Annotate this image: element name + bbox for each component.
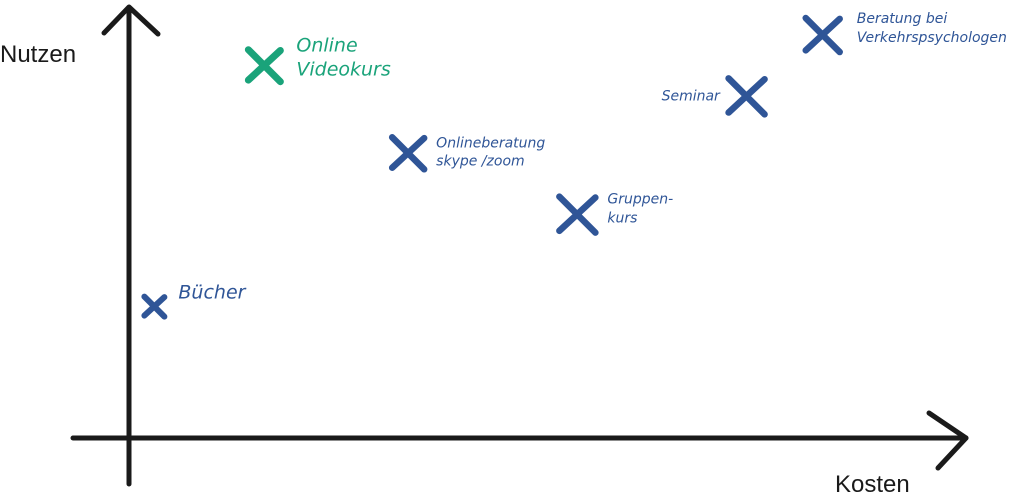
x-axis <box>70 410 969 471</box>
cross-mark-icon <box>141 293 168 320</box>
cross-mark-icon <box>388 134 428 173</box>
cross-mark-icon <box>802 14 843 56</box>
y-axis-arrowhead <box>101 4 161 37</box>
point-label: Verkehrspsychologen <box>857 30 1007 46</box>
x-axis-arrowhead <box>926 410 969 471</box>
point-label: Beratung bei <box>857 11 948 27</box>
point-label: Onlineberatung <box>436 135 545 151</box>
point-label: Gruppen- <box>607 192 673 208</box>
cross-mark-icon <box>725 75 768 118</box>
point-label: Videokurs <box>296 59 391 81</box>
point-buecher: Bücher <box>141 282 247 320</box>
cross-mark-icon <box>244 46 284 86</box>
point-label: Seminar <box>662 88 721 104</box>
point-label: skype /zoom <box>436 153 524 169</box>
point-label: Bücher <box>178 282 246 304</box>
point-label: kurs <box>607 211 637 227</box>
y-axis <box>101 4 161 487</box>
cross-mark-icon <box>556 193 599 236</box>
point-label: Online <box>296 35 357 57</box>
point-onlineberatung: Onlineberatung skype /zoom <box>388 134 545 173</box>
point-gruppenkurs: Gruppen-kurs <box>556 192 673 236</box>
point-seminar: Seminar <box>662 75 768 118</box>
y-axis-label: Nutzen <box>0 41 76 68</box>
x-axis-label: Kosten <box>835 471 910 498</box>
